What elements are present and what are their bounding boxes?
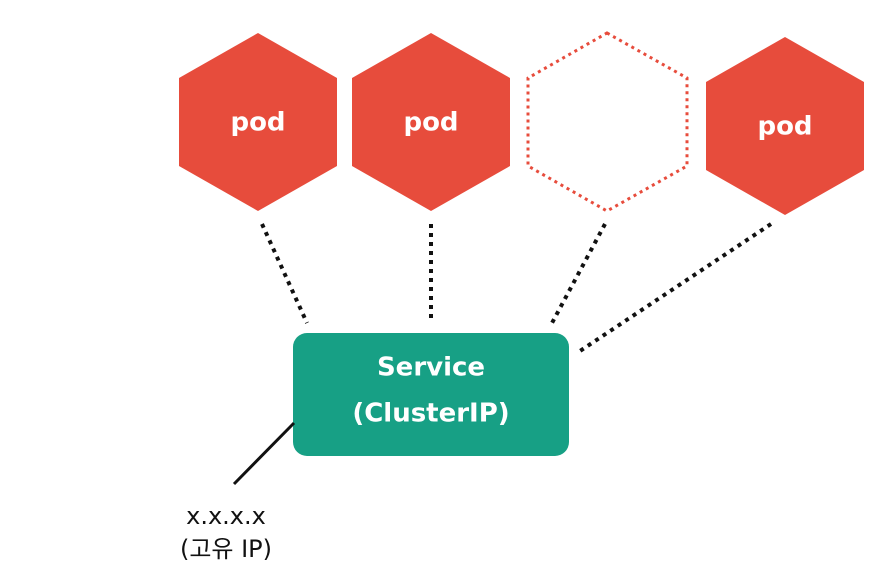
service-box: [293, 333, 569, 456]
pod-1-label: pod: [230, 108, 285, 138]
ip-note: (고유 IP): [180, 535, 272, 563]
pod-1-hexagon: [179, 33, 337, 211]
pod-4-hexagon: [706, 37, 864, 215]
connector-pod-3: [550, 223, 607, 324]
pod-4-label: pod: [757, 112, 812, 142]
pod-2-label: pod: [403, 108, 458, 138]
service-title: Service: [377, 353, 485, 383]
ip-connector: [232, 421, 296, 486]
pod-1: pod: [179, 33, 337, 211]
pod-2-hexagon: [352, 33, 510, 211]
connector-pod-1: [260, 223, 309, 324]
ip-address: x.x.x.x: [186, 502, 266, 530]
connector-pod-4: [578, 222, 773, 353]
connectors: [260, 222, 773, 353]
service-type: (ClusterIP): [352, 399, 509, 429]
service: Service (ClusterIP): [293, 333, 569, 456]
pod-4: pod: [706, 37, 864, 215]
pod-2: pod: [352, 33, 510, 211]
pod-3-empty: [526, 31, 689, 213]
pod-3-empty-hexagon: [526, 31, 689, 213]
